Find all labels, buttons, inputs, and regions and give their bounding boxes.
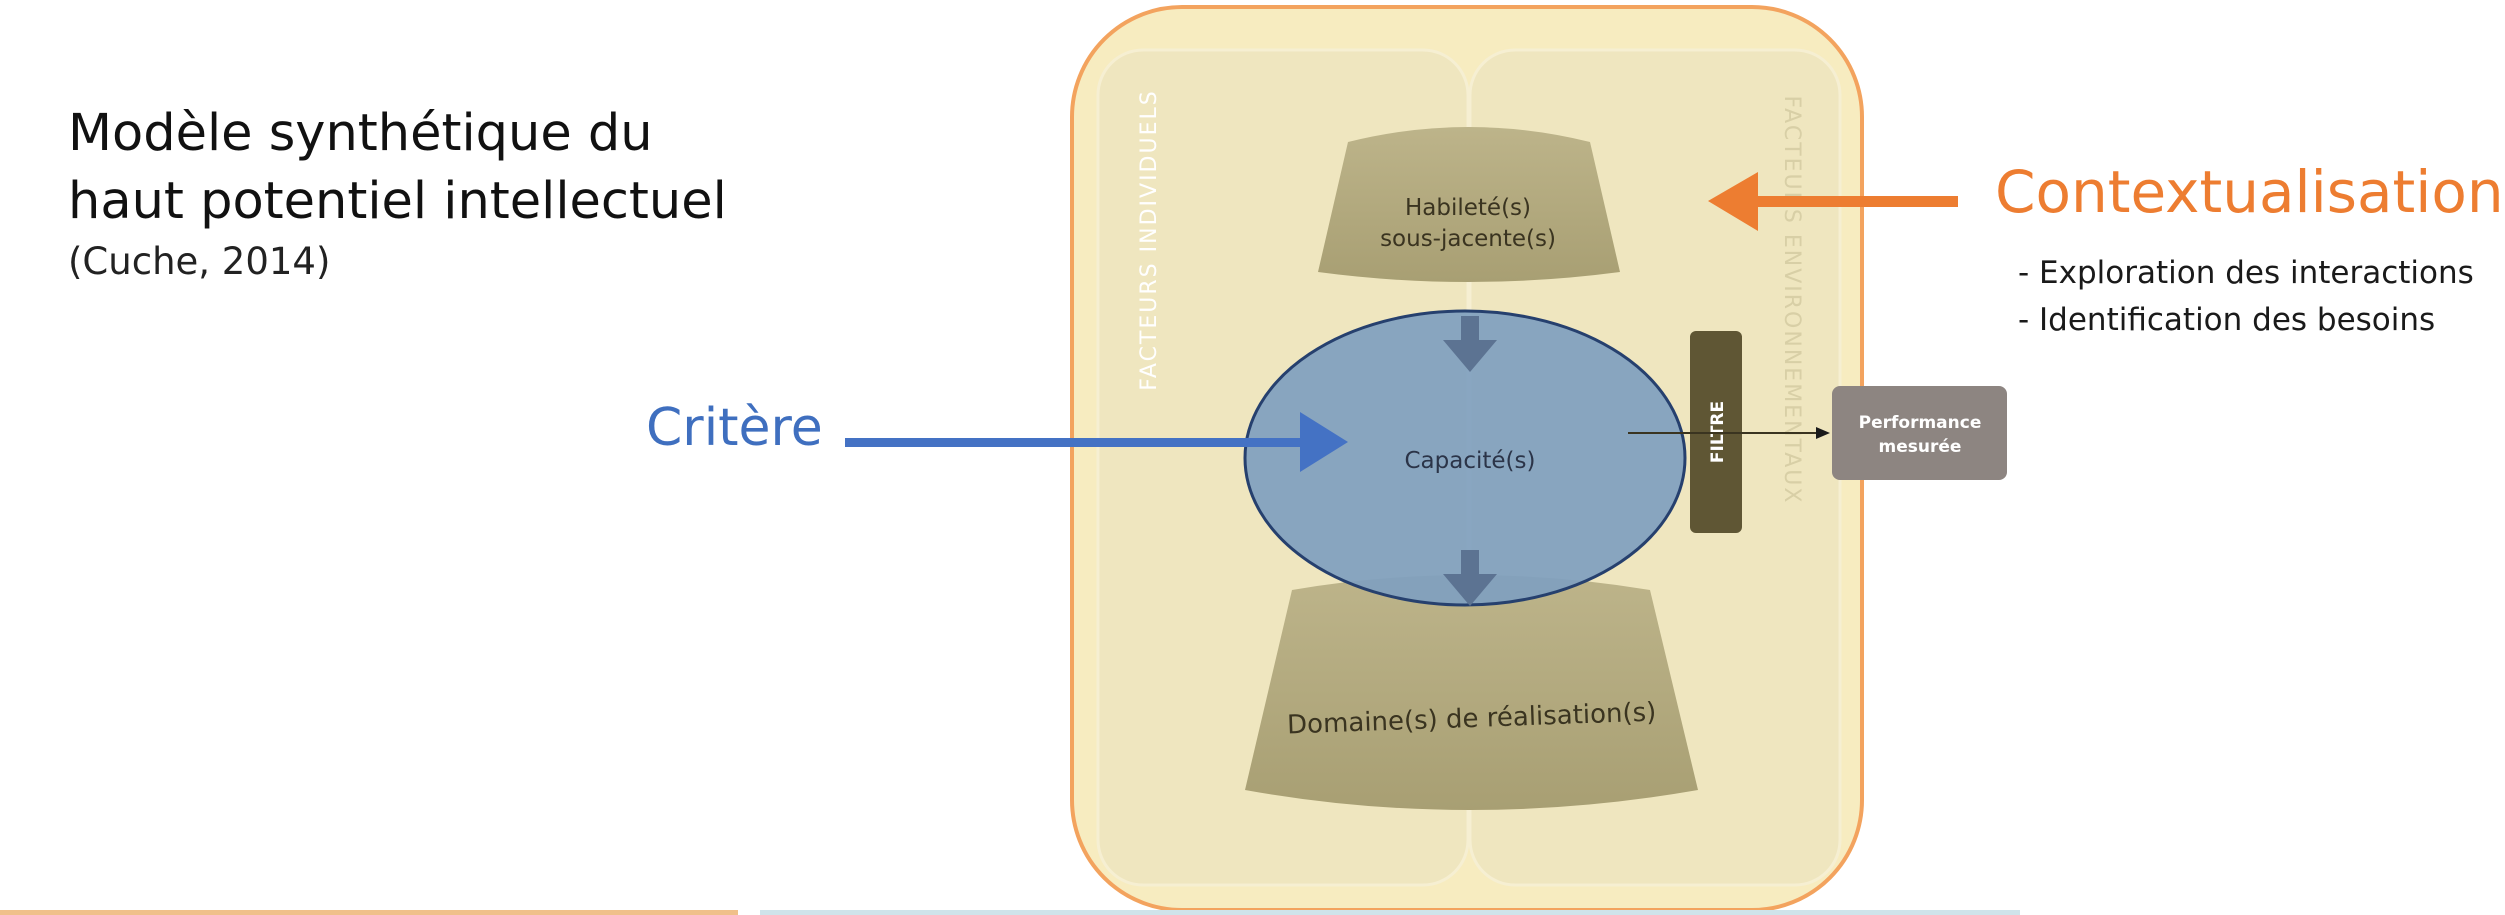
contextualisation-bullets: - Exploration des interactions - Identif… [2018,250,2474,344]
bottom-accent-blue [760,910,2020,915]
bullet-identification: - Identification des besoins [2018,302,2436,338]
domains-shape [1245,575,1698,810]
contextualisation-label: Contextualisation [1995,158,2504,226]
measured-performance-line2: mesurée [1879,437,1962,457]
left-band-label: FACTEURS INDIVIDUELS [1137,89,1162,390]
title-line-1: Modèle synthétique du [68,104,653,163]
capacities-label: Capacité(s) [1405,448,1536,474]
down-arrow-bottom [1443,550,1497,606]
capacities-ellipse [1243,309,1687,607]
underlying-abilities-line2: sous-jacente(s) [1380,226,1556,252]
bullet-exploration: - Exploration des interactions [2018,255,2474,291]
title-block: Modèle synthétique du haut potentiel int… [68,100,727,283]
underlying-abilities-line1: Habileté(s) [1405,195,1531,221]
contextualisation-arrow [1708,172,1958,231]
measured-performance-box [1832,386,2007,480]
measured-performance-line1: Performance [1859,413,1982,433]
flow-arrowhead [1816,427,1830,439]
critere-label: Critère [646,398,823,458]
bottom-accent-orange [0,910,738,915]
right-band-label: FACTEURS ENVIRONNEMENTAUX [1779,96,1804,505]
title-line-2: haut potentiel intellectuel [68,172,727,231]
down-arrow-top [1443,316,1497,372]
citation: (Cuche, 2014) [68,240,331,283]
critere-arrow [845,412,1348,472]
underlying-abilities-shape [1318,127,1620,282]
